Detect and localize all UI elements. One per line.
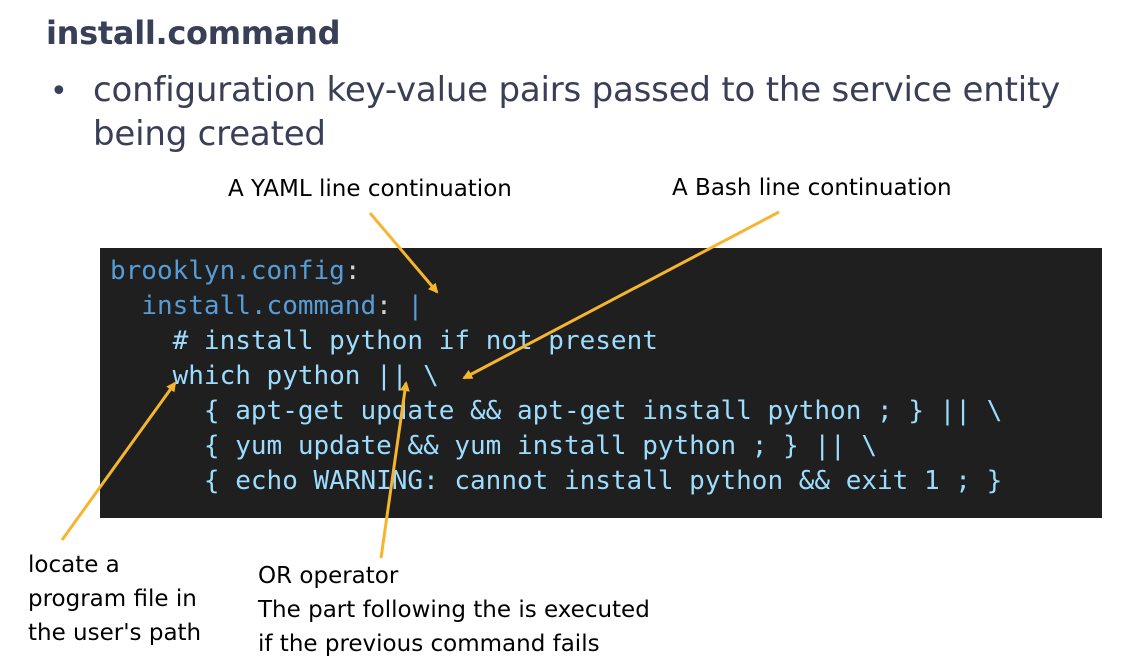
code-line-5: { apt-get update && apt-get install pyth… xyxy=(110,394,1002,429)
code-line-4: which python || \ xyxy=(110,359,439,394)
code-comment: # install python if not present xyxy=(172,326,658,356)
yaml-key-brooklyn-config: brooklyn.config xyxy=(110,256,345,286)
annotation-which: locate a program file in the user's path xyxy=(28,548,201,650)
yaml-colon: : xyxy=(344,256,361,286)
bullet-dot: • xyxy=(50,74,68,109)
code-yum: { yum update && yum install python ; } |… xyxy=(203,431,878,461)
annotation-which-line-2: program file in xyxy=(28,586,197,612)
code-block: brooklyn.config: install.command: | # in… xyxy=(100,248,1102,518)
arrow-yaml xyxy=(368,212,439,294)
annotation-or: OR operator The part following the is ex… xyxy=(258,559,650,661)
code-line-6: { yum update && yum install python ; } |… xyxy=(110,429,877,464)
yaml-pipe: | xyxy=(407,291,424,321)
annotation-yaml: A YAML line continuation xyxy=(228,176,512,202)
yaml-colon: : xyxy=(376,291,408,321)
code-line-7: { echo WARNING: cannot install python &&… xyxy=(110,464,1002,499)
heading-title: install.command xyxy=(46,14,341,52)
annotation-or-line-2: The part following the is executed xyxy=(258,597,650,623)
annotation-which-line-1: locate a xyxy=(28,552,120,578)
code-echo: { echo WARNING: cannot install python &&… xyxy=(203,466,1003,496)
bullet-text: configuration key-value pairs passed to … xyxy=(93,70,1061,154)
code-apt: { apt-get update && apt-get install pyth… xyxy=(203,396,1003,426)
annotation-or-line-1: OR operator xyxy=(258,563,399,589)
yaml-key-install-command: install.command xyxy=(141,291,377,321)
code-which: which python || \ xyxy=(172,361,439,391)
code-line-2: install.command: | xyxy=(110,289,423,324)
annotation-bash: A Bash line continuation xyxy=(672,175,952,201)
code-line-1: brooklyn.config: xyxy=(110,254,360,289)
code-line-3: # install python if not present xyxy=(110,324,658,359)
arrow-bash xyxy=(462,210,780,380)
arrow-or xyxy=(379,381,410,559)
arrow-which xyxy=(60,381,177,541)
annotation-which-line-3: the user's path xyxy=(28,620,202,646)
annotation-or-line-3: if the previous command fails xyxy=(258,631,600,657)
